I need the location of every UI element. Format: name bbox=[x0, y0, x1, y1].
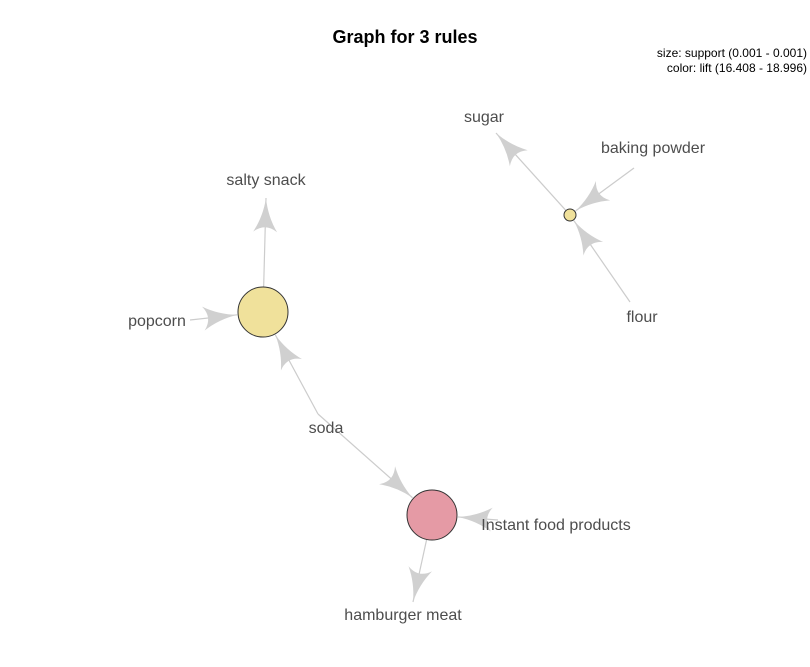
rule-node-rule-2 bbox=[406, 489, 458, 541]
edges bbox=[189, 132, 635, 603]
chart-title: Graph for 3 rules bbox=[332, 27, 478, 47]
item-label-flour: flour bbox=[626, 309, 658, 326]
item-label-instant-food: Instant food products bbox=[481, 517, 630, 534]
arrow-soda-to-rule-2 bbox=[379, 466, 413, 498]
legend: size: support (0.001 - 0.001) color: lif… bbox=[657, 46, 807, 76]
arrow-rule-1-to-salty-snack bbox=[253, 198, 278, 233]
item-label-sugar: sugar bbox=[464, 109, 505, 126]
legend-color: color: lift (16.408 - 18.996) bbox=[666, 61, 807, 75]
rule-node-rule-1 bbox=[237, 286, 289, 338]
legend-size: size: support (0.001 - 0.001) bbox=[656, 46, 807, 60]
arrow-baking-powder-to-rule-3 bbox=[575, 181, 611, 211]
arrow-soda-to-rule-1 bbox=[275, 334, 303, 371]
item-label-salty-snack: salty snack bbox=[226, 172, 306, 189]
item-label-baking-powder: baking powder bbox=[601, 140, 706, 157]
rule-node-rule-3 bbox=[563, 208, 577, 222]
rule-nodes bbox=[237, 208, 577, 541]
arrow-rule-3-to-sugar bbox=[496, 133, 528, 167]
item-label-hamburger-meat: hamburger meat bbox=[344, 607, 462, 624]
item-label-soda: soda bbox=[309, 420, 344, 437]
arrow-instant-food-to-rule-2 bbox=[457, 507, 493, 532]
arrow-flour-to-rule-3 bbox=[573, 220, 604, 256]
arrow-rule-2-to-hamburger-meat bbox=[408, 566, 432, 602]
item-label-popcorn: popcorn bbox=[128, 313, 186, 330]
arrow-popcorn-to-rule-1 bbox=[202, 306, 238, 331]
